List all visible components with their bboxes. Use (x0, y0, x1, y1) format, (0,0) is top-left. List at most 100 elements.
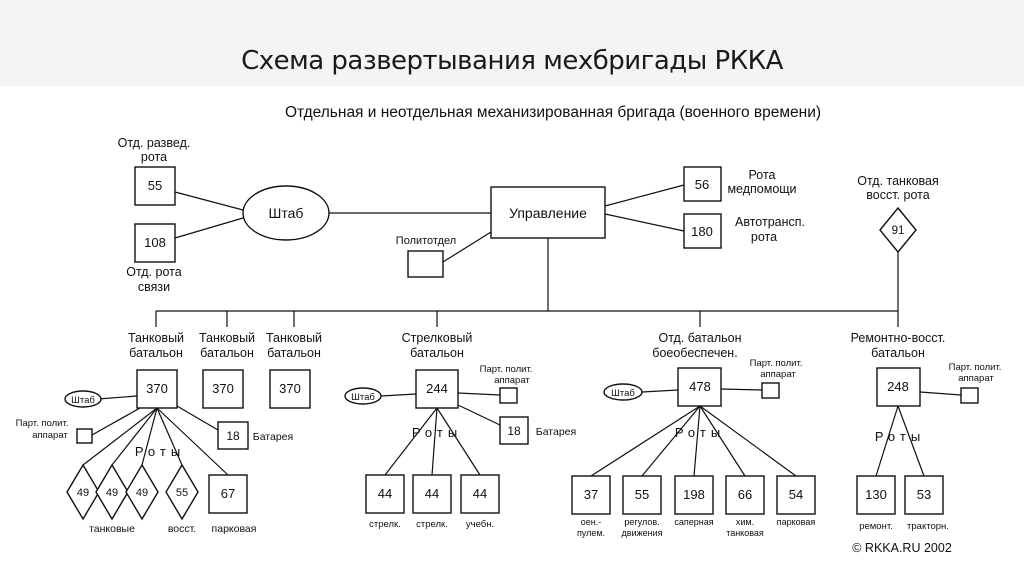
tank-bn-party-label-2: аппарат (32, 430, 68, 441)
tank-bn-2-box (202, 369, 244, 409)
tank-company-3-diamond (125, 463, 159, 521)
rifle-bn-battery-value: 18 (507, 424, 521, 438)
chem-tank-company-value: 66 (738, 487, 752, 502)
tractor-company-box (904, 475, 944, 515)
tank-bn-battery-value: 18 (226, 429, 240, 443)
connector (699, 405, 797, 477)
medical-company-box (683, 166, 722, 202)
repair-company-diamond (165, 463, 199, 521)
sapper-company-value: 198 (683, 487, 705, 502)
support-park-company-caption: парковая (777, 517, 816, 527)
tank-company-1-diamond (66, 463, 100, 521)
transport-label-1: Автотрансп. (735, 215, 805, 229)
connector (174, 217, 244, 239)
tractor-company-value: 53 (917, 487, 931, 502)
repair-company-value: 55 (176, 487, 188, 499)
repair-bn-party-box (960, 387, 979, 404)
repair-bn-value: 248 (887, 379, 909, 394)
rifle-bn-battery-box (499, 416, 529, 445)
slide-header (0, 0, 1024, 86)
connector (431, 407, 438, 476)
rifle-company-1-caption: стрелк. (369, 519, 401, 530)
medical-label-2: медпомощи (727, 182, 796, 196)
connector (442, 231, 492, 263)
connector (384, 407, 438, 476)
rifle-company-1-value: 44 (378, 486, 392, 501)
repair-company-box (856, 475, 896, 515)
tank-bn-staff-label: Штаб (71, 395, 95, 406)
tractor-company-caption: тракторн. (907, 521, 949, 532)
tank-bn-3-label-2: батальон (267, 346, 321, 360)
connector (176, 405, 219, 431)
connector (720, 388, 763, 391)
connector (641, 405, 701, 477)
tank-bn-1-label-1: Танковый (128, 331, 184, 345)
tank-company-2-diamond (95, 463, 129, 521)
tank-company-2-value: 49 (106, 487, 118, 499)
repair-bn-label-2: батальон (871, 346, 925, 360)
connector (141, 407, 158, 466)
support-park-company-box (776, 475, 816, 515)
tank-bn-2-label-2: батальон (200, 346, 254, 360)
signal-company-value: 108 (144, 235, 166, 250)
diagram-title: Отдельная и неотдельная механизированная… (285, 104, 821, 121)
politdept-box (407, 250, 444, 278)
rifle-bn-label-2: батальон (410, 346, 464, 360)
support-bn-party-label-2: аппарат (760, 369, 796, 380)
support-bn-party-box (761, 382, 780, 399)
traffic-company-caption-1: регулов. (624, 517, 659, 527)
training-company-box (460, 474, 500, 514)
support-bn-box (677, 367, 722, 407)
connector (604, 184, 685, 207)
repair-bn-companies-label: Роты (875, 429, 925, 444)
training-company-value: 44 (473, 486, 487, 501)
medical-company-value: 56 (695, 177, 709, 192)
connector (174, 191, 244, 211)
connector (919, 391, 962, 396)
mg-company-caption-1: оен.- (581, 517, 601, 527)
transport-company-box (683, 213, 722, 249)
chem-tank-company-caption-1: хим. (736, 517, 754, 527)
repair-bn-party-label-2: аппарат (958, 373, 994, 384)
connector (641, 389, 679, 393)
rifle-bn-battery-label: Батарея (536, 426, 576, 438)
repair-company-box-caption: ремонт. (859, 521, 893, 532)
connector (82, 407, 158, 466)
rifle-company-2-caption: стрелк. (416, 519, 448, 530)
connector (97, 395, 138, 400)
tank-repair-value: 91 (892, 225, 905, 237)
rifle-bn-party-box (499, 387, 518, 404)
support-park-company-value: 54 (789, 487, 803, 502)
tank-companies-caption: танковые (89, 523, 135, 535)
tank-company-1-value: 49 (77, 487, 89, 499)
politdept-label: Политотдел (396, 235, 456, 247)
connector (156, 407, 229, 476)
tank-bn-1-box (136, 369, 178, 409)
rifle-bn-label-1: Стрелковый (402, 331, 473, 345)
connector (457, 392, 501, 396)
tank-bn-3-box (269, 369, 311, 409)
connector (380, 393, 417, 397)
connector (457, 404, 501, 426)
recon-company-value: 55 (148, 178, 162, 193)
tank-bn-3-value: 370 (279, 381, 301, 396)
repair-bn-box (876, 367, 921, 407)
tank-bn-2-value: 370 (212, 381, 234, 396)
repair-company-caption: восст. (168, 523, 196, 535)
sapper-company-caption: саперная (674, 517, 713, 527)
tank-bn-battery-box (217, 421, 249, 450)
training-company-caption: учебн. (466, 519, 494, 530)
connector (693, 405, 701, 477)
tank-repair-label-1: Отд. танковая (857, 174, 939, 188)
signal-label-1: Отд. рота (126, 265, 181, 279)
command-box (490, 186, 606, 239)
recon-company-box (134, 166, 176, 206)
rifle-bn-staff-ellipse (344, 387, 382, 405)
connector (91, 407, 141, 436)
transport-label-2: рота (751, 230, 777, 244)
command-label: Управление (509, 205, 587, 221)
tank-bn-battery-label: Батарея (253, 431, 293, 443)
connector (604, 213, 685, 232)
mg-company-caption-2: пулем. (577, 528, 605, 538)
